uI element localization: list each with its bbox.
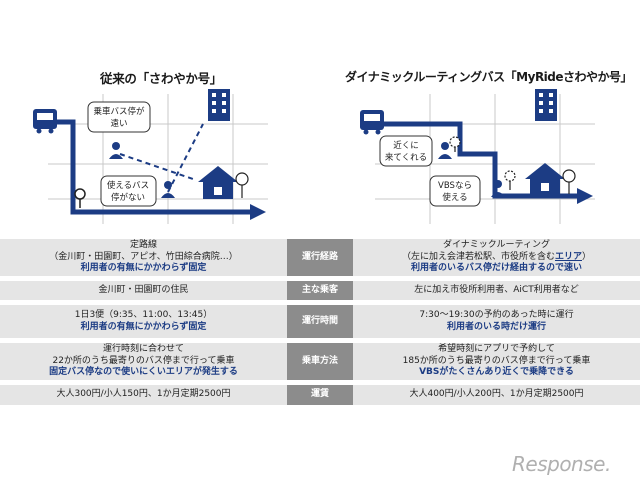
- text: 運行時刻に合わせて: [102, 344, 184, 355]
- bubble-near-text-1: 近くに: [393, 140, 419, 151]
- speech-bubble-near: 近くに 来てくれる: [379, 135, 433, 167]
- dynamic-route-diagram: 近くに 来てくれる VBSなら 使える: [360, 89, 595, 224]
- speech-bubble-vbs: VBSなら 使える: [429, 175, 481, 207]
- person-icon: [161, 181, 175, 198]
- text: VBSがたくさんあり近くで乗降できる: [419, 367, 574, 378]
- text: 固定バス停なので使いにくいエリアが発生する: [49, 367, 238, 378]
- speech-bubble-no-stop: 使えるバス 停がない: [100, 175, 157, 207]
- text-line: （左に加え会津若松駅、市役所を含むエリア）: [355, 252, 638, 264]
- person-icon: [438, 142, 452, 159]
- person-icon: [491, 180, 505, 197]
- virtual-bus-stop-icon: [504, 170, 516, 190]
- bubble-none-text-2: 停がない: [111, 192, 145, 203]
- text: 22か所のうち最寄りのバス停まで行って乗車: [52, 355, 235, 366]
- text: ダイナミックルーティング: [442, 240, 550, 250]
- row-label-route: 運行経路: [287, 238, 353, 277]
- bubble-vbs-text-2: 使える: [442, 192, 467, 203]
- person-icon: [109, 142, 123, 159]
- map-grid: [48, 94, 268, 224]
- row-label-hours: 運行時間: [287, 304, 353, 339]
- tree-icon: [562, 169, 576, 194]
- left-panel-title: 従来の「さわやか号」: [100, 71, 223, 86]
- text: ）: [582, 251, 592, 262]
- house-icon: [525, 163, 565, 194]
- text: 7:30〜19:30の予約のあった時に運行: [419, 309, 574, 320]
- building-icon: [208, 89, 230, 121]
- walk-path-dashed: [119, 123, 204, 193]
- dynamic-bus-route: [375, 121, 580, 199]
- right-panel-title: ダイナミックルーティングバス「MyRideさわやか号」: [345, 70, 633, 84]
- row-label-passengers: 主な乗客: [287, 280, 353, 301]
- response-watermark: Response.: [512, 452, 611, 476]
- cell-right-route: ダイナミックルーティング （左に加え会津若松駅、市役所を含むエリア） 利用者のい…: [353, 238, 640, 277]
- table-row-boarding: 運行時刻に合わせて 22か所のうち最寄りのバス停まで行って乗車 固定バス停なので…: [0, 342, 640, 381]
- bubble-far-text-1: 乗車バス停が: [93, 106, 145, 117]
- text: （金川町・田園町、アピオ、竹田綜合病院…）: [49, 251, 238, 262]
- text: 希望時刻にアプリで予約して: [438, 344, 555, 355]
- bubble-vbs-text-1: VBSなら: [438, 181, 472, 191]
- virtual-bus-stop-icon: [449, 136, 461, 152]
- bubble-near-text-2: 来てくれる: [385, 153, 427, 163]
- table-row-hours: 1日3便（9:35、11:00、13:45） 利用者の有無にかかわらず固定 運行…: [0, 304, 640, 339]
- tree-icon: [235, 172, 249, 198]
- text: 利用者のいるバス停だけ経由するので速い: [410, 263, 582, 274]
- text: 185か所のうち最寄りのバス停まで行って乗車: [402, 355, 591, 366]
- text: 利用者のいる時だけ運行: [446, 321, 546, 332]
- cell-right-fare: 大人400円/小人200円、1か月定期2500円: [353, 384, 640, 405]
- bus-icon: [33, 109, 57, 134]
- route-arrow-head: [250, 204, 266, 220]
- cell-left-fare: 大人300円/小人150円、1か月定期2500円: [0, 384, 287, 405]
- table-row-fare: 大人300円/小人150円、1か月定期2500円 運賃 大人400円/小人200…: [0, 384, 640, 405]
- text: 利用者の有無にかかわらず固定: [80, 263, 207, 274]
- cell-left-passengers: 金川町・田園町の住民: [0, 280, 287, 301]
- table-row-route: 定路線 （金川町・田園町、アピオ、竹田綜合病院…） 利用者の有無にかかわらず固定…: [0, 238, 640, 277]
- comparison-table: 定路線 （金川町・田園町、アピオ、竹田綜合病院…） 利用者の有無にかかわらず固定…: [0, 238, 640, 405]
- row-label-boarding: 乗車方法: [287, 342, 353, 381]
- text: 定路線: [129, 240, 157, 250]
- route-arrow-head: [577, 188, 593, 204]
- cell-left-route: 定路線 （金川町・田園町、アピオ、竹田綜合病院…） 利用者の有無にかかわらず固定: [0, 238, 287, 277]
- cell-left-hours: 1日3便（9:35、11:00、13:45） 利用者の有無にかかわらず固定: [0, 304, 287, 339]
- speech-bubble-far-stop: 乗車バス停が 遠い: [87, 101, 151, 133]
- text: エリア: [554, 251, 582, 262]
- cell-right-boarding: 希望時刻にアプリで予約して 185か所のうち最寄りのバス停まで行って乗車 VBS…: [353, 342, 640, 381]
- building-icon: [535, 89, 557, 121]
- bubble-far-text-2: 遠い: [110, 118, 127, 129]
- fixed-bus-route: [48, 119, 253, 215]
- bus-icon: [360, 110, 384, 135]
- bus-stop-icon: [74, 188, 86, 208]
- text: （左に加え会津若松駅、市役所を含む: [401, 251, 555, 262]
- table-row-passengers: 金川町・田園町の住民 主な乗客 左に加え市役所利用者、AiCT利用者など: [0, 280, 640, 301]
- conventional-route-diagram: 乗車バス停が 遠い 使えるバス 停がない: [33, 89, 268, 224]
- row-label-fare: 運賃: [287, 384, 353, 405]
- cell-right-passengers: 左に加え市役所利用者、AiCT利用者など: [353, 280, 640, 301]
- cell-left-boarding: 運行時刻に合わせて 22か所のうち最寄りのバス停まで行って乗車 固定バス停なので…: [0, 342, 287, 381]
- text: 1日3便（9:35、11:00、13:45）: [74, 309, 213, 320]
- text: 利用者の有無にかかわらず固定: [80, 321, 207, 332]
- bubble-none-text-1: 使えるバス: [107, 180, 149, 191]
- house-icon: [198, 166, 238, 199]
- cell-right-hours: 7:30〜19:30の予約のあった時に運行 利用者のいる時だけ運行: [353, 304, 640, 339]
